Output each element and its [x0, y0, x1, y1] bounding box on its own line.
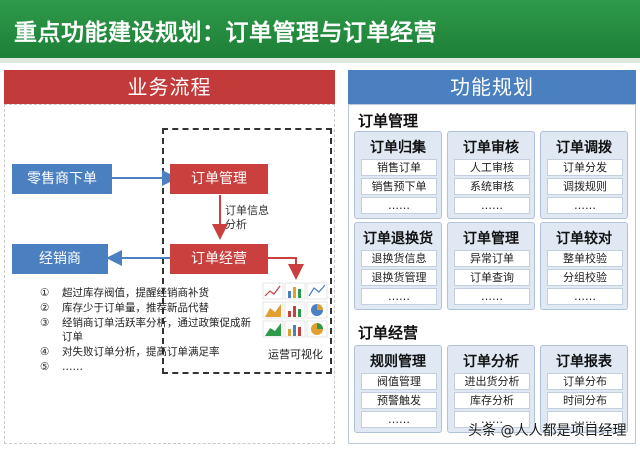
card-item: 订单查询 [454, 269, 530, 286]
card-item: …… [454, 411, 530, 428]
flow-note-line-2: 分析 [225, 218, 247, 231]
header-divider [0, 58, 640, 63]
function-card: 规则管理 阀值管理 预警触发 …… [354, 345, 442, 433]
card-item: …… [361, 411, 437, 428]
card-title: 订单审核 [463, 140, 519, 156]
process-panel [4, 104, 335, 444]
arrow-ops-to-viz [268, 257, 304, 280]
function-card: 订单管理 异常订单 订单查询 …… [447, 222, 535, 310]
card-item: 阀值管理 [361, 373, 437, 390]
section-title-order-operations: 订单经营 [358, 324, 419, 342]
card-item: 人工审核 [454, 159, 530, 176]
distributor-box: 经销商 [12, 244, 108, 274]
card-title: 订单退换货 [363, 231, 433, 247]
card-item: 订单分发 [547, 159, 623, 176]
card-item: …… [547, 197, 623, 214]
process-panel-title: 业务流程 [4, 70, 335, 104]
function-card: 订单报表 订单分布 时间分布 …… [540, 345, 628, 433]
card-item: 异常订单 [454, 250, 530, 267]
card-item: …… [547, 288, 623, 305]
function-card: 订单较对 整单校验 分组校验 …… [540, 222, 628, 310]
section-title-order-management: 订单管理 [358, 112, 419, 130]
card-title: 订单报表 [556, 354, 612, 370]
note-number: ⑤ [40, 361, 50, 373]
card-title: 订单归集 [370, 140, 426, 156]
card-item: 进出货分析 [454, 373, 530, 390]
page-title: 重点功能建设规划：订单管理与订单经营 [14, 20, 437, 46]
card-item: …… [361, 288, 437, 305]
note-number: ② [40, 302, 50, 314]
card-title: 订单较对 [556, 231, 612, 247]
card-item: 退换货信息 [361, 250, 437, 267]
function-card: 订单审核 人工审核 系统审核 …… [447, 131, 535, 219]
card-item: …… [454, 197, 530, 214]
card-item: 销售订单 [361, 159, 437, 176]
function-card: 订单分析 进出货分析 库存分析 …… [447, 345, 535, 433]
card-item: 调拨规则 [547, 178, 623, 195]
note-item: ⑤…… [40, 361, 83, 373]
card-title: 规则管理 [370, 354, 426, 370]
note-number: ③ [40, 317, 50, 329]
card-item: 时间分布 [547, 392, 623, 409]
note-number: ① [40, 287, 50, 299]
card-title: 订单分析 [463, 354, 519, 370]
retailer-order-box: 零售商下单 [12, 164, 112, 194]
function-panel-title: 功能规划 [348, 70, 636, 104]
card-item: …… [454, 288, 530, 305]
dashed-group-frame [162, 128, 332, 374]
flow-note-line-1: 订单信息 [225, 204, 269, 217]
card-item: 整单校验 [547, 250, 623, 267]
card-item: 销售预下单 [361, 178, 437, 195]
card-item: …… [361, 197, 437, 214]
page-header: 重点功能建设规划：订单管理与订单经营 [0, 0, 640, 58]
card-item: 分组校验 [547, 269, 623, 286]
function-card: 订单退换货 退换货信息 退换货管理 …… [354, 222, 442, 310]
card-item: 系统审核 [454, 178, 530, 195]
order-operations-box: 订单经营 [170, 244, 268, 274]
card-title: 订单管理 [463, 231, 519, 247]
watermark-text: 头条 @人人都是项目经理 [468, 423, 627, 439]
order-management-box: 订单管理 [170, 164, 268, 194]
card-item: 退换货管理 [361, 269, 437, 286]
visualization-icons [262, 282, 328, 338]
card-item: 预警触发 [361, 392, 437, 409]
flow-note: 订单信息 分析 [225, 204, 269, 232]
function-card: 订单调拨 订单分发 调拨规则 …… [540, 131, 628, 219]
function-card: 订单归集 销售订单 销售预下单 …… [354, 131, 442, 219]
card-item: 库存分析 [454, 392, 530, 409]
visualization-label: 运营可视化 [268, 348, 323, 361]
card-item: 订单分布 [547, 373, 623, 390]
card-item: …… [547, 411, 623, 428]
card-title: 订单调拨 [556, 140, 612, 156]
note-number: ④ [40, 346, 50, 358]
